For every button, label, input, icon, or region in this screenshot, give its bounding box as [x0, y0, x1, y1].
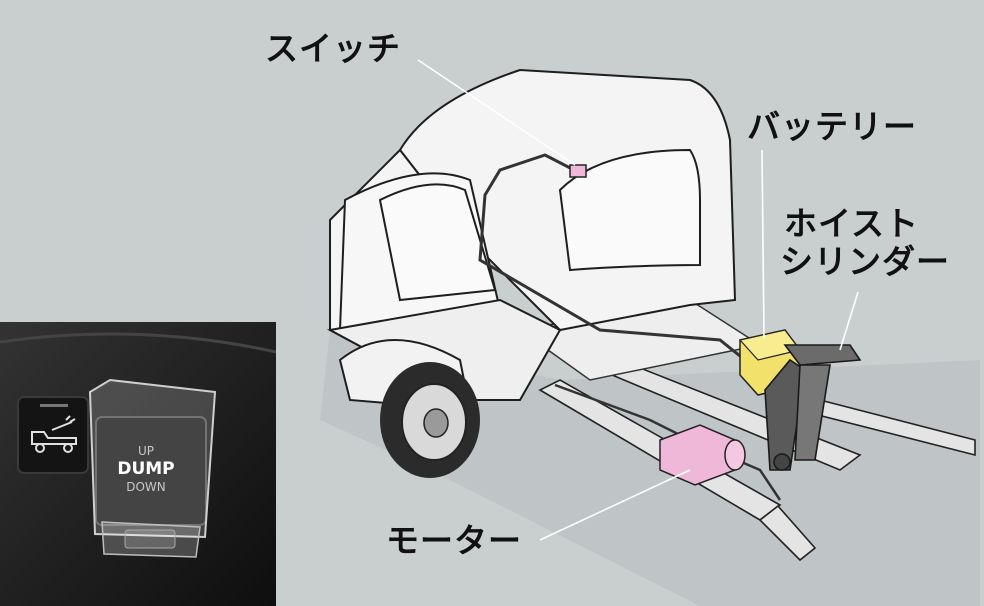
switch-label-dump: DUMP — [117, 459, 175, 479]
front-wheel — [380, 362, 480, 478]
label-battery: バッテリー — [747, 107, 917, 146]
dump-truck-icon — [31, 415, 77, 453]
label-hoist-line1: ホイスト — [784, 204, 920, 243]
wiring-harness — [478, 153, 762, 377]
label-hoist-cylinder: ホイスト シリンダー — [780, 205, 950, 281]
inset-background — [0, 322, 276, 606]
hoist-cylinder — [764, 344, 862, 471]
switch-clear-cover — [88, 378, 217, 539]
label-hoist-line2: シリンダー — [780, 241, 950, 281]
dump-icon-switch — [17, 396, 89, 474]
switch-label-up: UP — [137, 444, 155, 458]
switch-unit — [569, 164, 587, 178]
label-switch: スイッチ — [265, 29, 401, 68]
switch-label-down: DOWN — [126, 480, 166, 494]
callout-lines — [417, 59, 859, 541]
motor — [659, 424, 746, 486]
label-motor: モーター — [386, 521, 522, 560]
dump-switch-inset: UP DUMP DOWN — [0, 322, 276, 606]
truck-cab — [326, 68, 737, 412]
